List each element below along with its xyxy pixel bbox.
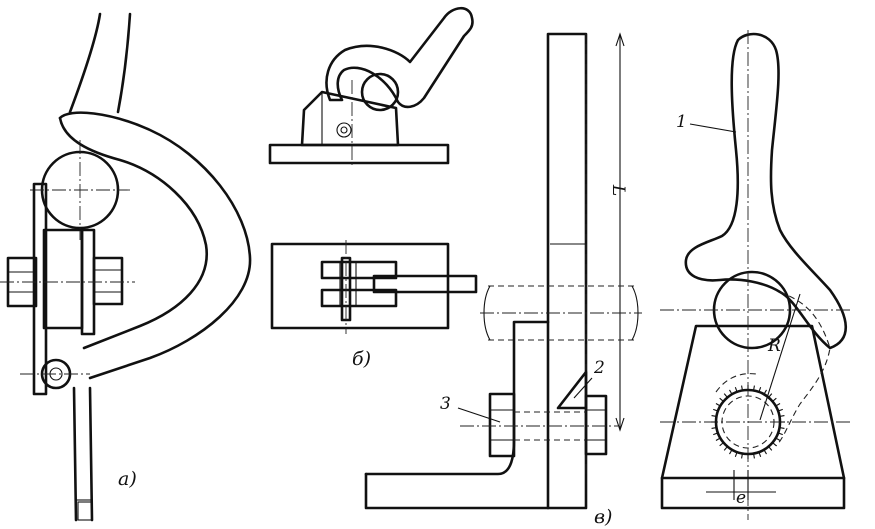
view-v-right-lever-phantom [775, 291, 831, 447]
view-v-nut [584, 394, 608, 456]
view-a-tail-hatch [77, 501, 93, 521]
view-b-plan-plate [270, 242, 450, 330]
view-b-block [300, 90, 400, 147]
eccentric-serration [715, 403, 721, 407]
view-a-tail [72, 386, 94, 522]
caption-a: а) [118, 468, 137, 490]
eccentric-serration [768, 393, 773, 398]
view-a-left-plate [32, 182, 48, 396]
eccentric-serration [713, 432, 719, 436]
dimension-label-L: L [608, 184, 629, 197]
view-v-column [546, 32, 588, 510]
view-b-base-plate [268, 143, 450, 165]
eccentric-serration [763, 449, 767, 455]
eccentric-serration [715, 437, 721, 441]
eccentric-serration [713, 408, 719, 412]
eccentric-serration [777, 432, 783, 436]
view-b [268, 6, 478, 334]
view-v-right-lever [684, 32, 847, 350]
eccentric-serration [758, 387, 762, 393]
view-v-right-block [660, 324, 846, 480]
view-a-nut [92, 256, 124, 306]
view-b-plan-jaw-top [320, 260, 398, 280]
eccentric-serration [779, 427, 785, 429]
view-a-hook-outer [58, 111, 252, 380]
view-a-rod-right-edge [116, 12, 132, 114]
eccentric-serration [758, 451, 762, 457]
eccentric-serration [729, 449, 733, 455]
view-v-right-leader-1 [689, 123, 737, 133]
eccentric-serration [711, 415, 717, 417]
eccentric-serration [729, 389, 733, 395]
callout-part-2: 2 [594, 358, 605, 378]
eccentric-serration [753, 385, 755, 391]
view-v-wedge [556, 370, 588, 410]
view-b-lever [325, 6, 474, 109]
view-v-dim-arrow-top [615, 32, 625, 47]
view-v-leader-2 [573, 377, 593, 399]
radius-label-R: R [768, 336, 781, 356]
eccentric-serration [775, 437, 781, 441]
eccentricity-label-e: e [736, 488, 747, 508]
view-v-bracket-base [364, 472, 550, 510]
eccentric-serration [777, 408, 783, 412]
callout-part-3: 3 [440, 394, 451, 414]
eccentric-serration [711, 427, 717, 429]
eccentric-serration [753, 453, 755, 459]
eccentric-serration [763, 389, 767, 395]
view-v-dim-arrow-bottom [615, 417, 625, 432]
eccentric-serration [768, 446, 773, 451]
view-b-round-bar [360, 72, 400, 112]
view-a [0, 12, 252, 522]
eccentric-serration [772, 442, 777, 447]
caption-b: б) [352, 348, 372, 370]
eccentric-serration [741, 453, 743, 459]
eccentric-serration [775, 403, 781, 407]
eccentric-serration [779, 415, 785, 417]
view-b-plan-jaw-bottom [320, 288, 398, 308]
view-v-right-radius [759, 293, 801, 421]
view-v-center [364, 32, 642, 510]
eccentric-serration [772, 397, 777, 402]
view-a-block-section [42, 228, 84, 330]
eccentric-serration [734, 451, 738, 457]
view-v-right-lever-phantom-2 [715, 373, 757, 393]
eccentric-serration [734, 387, 738, 393]
eccentric-serration [723, 446, 728, 451]
eccentric-serration [719, 397, 724, 402]
view-b-plan-lever [372, 274, 478, 294]
view-v-leader-3 [457, 407, 501, 423]
eccentric-serration [719, 442, 724, 447]
view-a-rod-left-edge [68, 12, 102, 114]
view-v-right [660, 30, 850, 520]
eccentric-serration [741, 385, 743, 391]
view-v-bracket [364, 320, 550, 476]
caption-v: в) [594, 506, 613, 528]
view-b-pivot [336, 122, 352, 138]
view-v-right-base [660, 476, 846, 510]
view-a-hook-inner [58, 116, 209, 350]
view-b-pivot-pin [340, 126, 348, 134]
callout-part-1: 1 [676, 112, 687, 132]
eccentric-serration [723, 393, 728, 398]
view-v-bolt-head [488, 392, 516, 458]
